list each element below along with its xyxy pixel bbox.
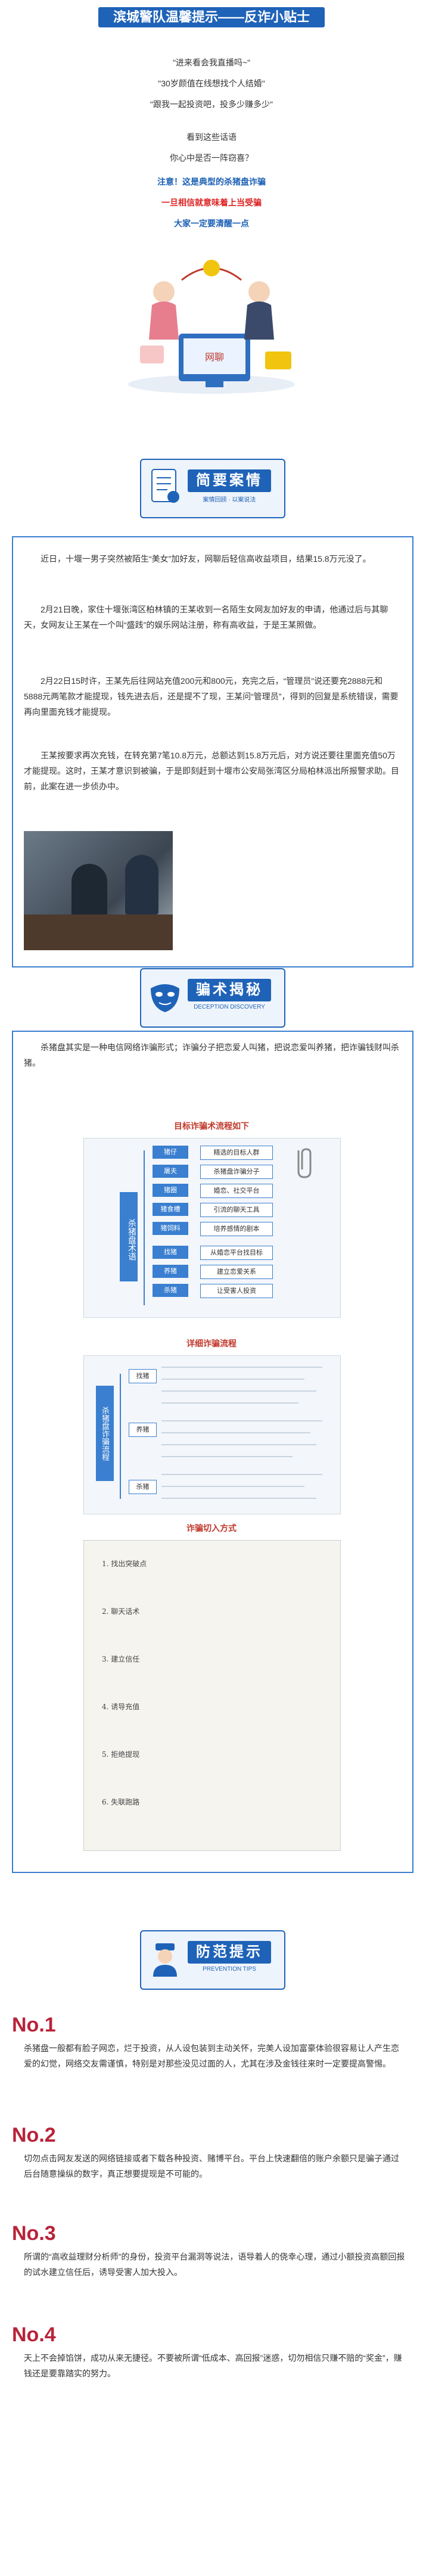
section-sub-prevention: PREVENTION TIPS [203,1966,256,1973]
fig2-diagram: 杀猪盘诈骗流程 找猪 养猪 杀猪 [83,1355,341,1514]
note-line: 3. 建立信任 [102,1655,140,1663]
fig1-row-value: 引流的聊天工具 [200,1203,273,1217]
quote-3: "跟我一起投资吧，投多少赚多少" [150,99,273,109]
article-header-title: 滨城警队温馨提示——反诈小贴士 [98,7,325,27]
reveal-intro: 杀猪盘其实是一种电信网络诈骗形式；诈骗分子把恋爱人叫猪，把说恋爱叫养猪，把诈骗钱… [24,1043,399,1068]
fig2-branch: 找猪 [129,1369,157,1383]
fig1-row-key: 猪仔 [153,1146,188,1159]
section-sub-case: 案情回顾 · 以案说法 [203,497,256,503]
police-officer-icon [153,1943,177,1977]
note-line: 6. 失联跑路 [102,1798,140,1806]
section-title-reveal: 骗术揭秘 [188,979,271,1001]
fig1-row-value: 精选的目标人群 [200,1146,273,1160]
police-station-photo [24,831,173,950]
fig2-branch: 养猪 [129,1423,157,1437]
tip-number: No.1 [12,2014,56,2036]
scam-illustration: 网聊 [128,260,295,394]
case-paragraph-3: 2月22日15时许，王某先后往网站充值200元和800元，充完之后，“管理员”说… [24,676,399,717]
fig1-row-key: 猪食槽 [153,1203,188,1216]
tip-number: No.2 [12,2124,56,2146]
fig1-row-value: 让受害人投资 [200,1284,273,1298]
fig2-detail-lines [161,1362,328,1508]
section-badge-prevention: 防范提示 PREVENTION TIPS [140,1930,285,1990]
fig1-row-value: 婚恋、社交平台 [200,1184,273,1198]
fig3-handwritten-note: 1. 找出突破点 2. 聊天话术 3. 建立信任 4. 诱导充值 5. 拒绝提现… [83,1540,341,1851]
lead-line-1: 看到这些话语 [186,132,237,142]
case-paragraph-1: 近日，十堰一男子突然被陌生“美女”加好友，网聊后轻信高收益项目，结果15.8万元… [41,554,371,564]
case-paragraph-2: 2月21日晚，家住十堰张湾区柏林镇的王某收到一名陌生女网友加好友的申请，他通过后… [24,605,388,630]
note-line: 5. 拒绝提现 [102,1750,140,1759]
fig3-title: 诈骗切入方式 [186,1523,237,1533]
tip-number: No.3 [12,2222,56,2245]
monitor-label: 网聊 [205,352,224,363]
warning-line-3: 大家一定要清醒一点 [174,219,249,228]
fig1-row-key: 找猪 [153,1246,188,1259]
fig1-row-key: 养猪 [153,1265,188,1278]
fig1-diagram: 杀猪盘术语 猪仔 精选的目标人群 屠夫 杀猪盘诈骗分子 猪圈 婚恋、社交平台 猪… [83,1138,341,1318]
mask-icon [151,984,179,1012]
note-line: 2. 聊天话术 [102,1607,140,1616]
section-title-prevention: 防范提示 [188,1941,271,1964]
fig1-row-key: 猪圈 [153,1184,188,1197]
note-line: 1. 找出突破点 [102,1560,147,1568]
note-line: 4. 诱导充值 [102,1703,140,1711]
tip-text: 杀猪盘一般都有脸子网恋，烂于投资，从人设包装到主动关怀，完美人设加富豪体验很容易… [24,2043,399,2068]
fig1-center-label: 杀猪盘术语 [120,1192,138,1281]
fig1-title: 目标诈骗术流程如下 [174,1121,249,1131]
fig1-row-value: 建立恋爱关系 [200,1265,273,1279]
quote-2: "30岁颜值在线想找个人结婚" [158,79,265,88]
warning-line-2: 一旦相信就意味着上当受骗 [161,198,262,207]
tip-text: 天上不会掉馅饼，成功从来无捷径。不要被所谓“低成本、高回报”迷惑，切勿相信只赚不… [24,2353,402,2378]
tip-text: 所谓的“高收益理财分析师”的身份，投资平台漏洞等说法，语导着人的侥幸心理，通过小… [24,2252,405,2277]
paperclip-icon [297,1148,312,1178]
fig1-row-value: 杀猪盘诈骗分子 [200,1165,273,1179]
fig2-center-label: 杀猪盘诈骗流程 [96,1386,114,1481]
section-badge-case: 简要案情 案情回顾 · 以案说法 [140,459,285,518]
lead-line-2: 你心中是否一阵窃喜？ [170,153,253,163]
fig1-row-key: 猪饲料 [153,1222,188,1235]
fig1-row-key: 杀猪 [153,1284,188,1297]
section-sub-reveal: DECEPTION DISCOVERY [194,1004,265,1010]
section-badge-reveal: 骗术揭秘 DECEPTION DISCOVERY [140,968,285,1028]
fig1-row-value: 从婚恋平台找目标 [200,1246,273,1260]
section-title-case: 简要案情 [188,469,271,492]
quote-1: "进来看会我直播吗~" [172,58,251,67]
fig1-row-key: 屠夫 [153,1165,188,1178]
fig2-branch: 杀猪 [129,1480,157,1494]
tip-number: No.4 [12,2323,56,2346]
tip-text: 切勿点击网友发送的网络链接或者下载各种投资、赌博平台。平台上快速翻倍的账户余额只… [24,2154,399,2179]
document-icon [151,469,179,503]
fig1-row-value: 培养感情的剧本 [200,1222,273,1236]
warning-line-1: 注意！这是典型的杀猪盘诈骗 [157,177,266,186]
case-paragraph-4: 王某按要求再次充钱，在转充第7笔10.8万元，总额达到15.8万元后，对方说还要… [24,751,399,791]
fig2-title: 详细诈骗流程 [186,1339,237,1348]
